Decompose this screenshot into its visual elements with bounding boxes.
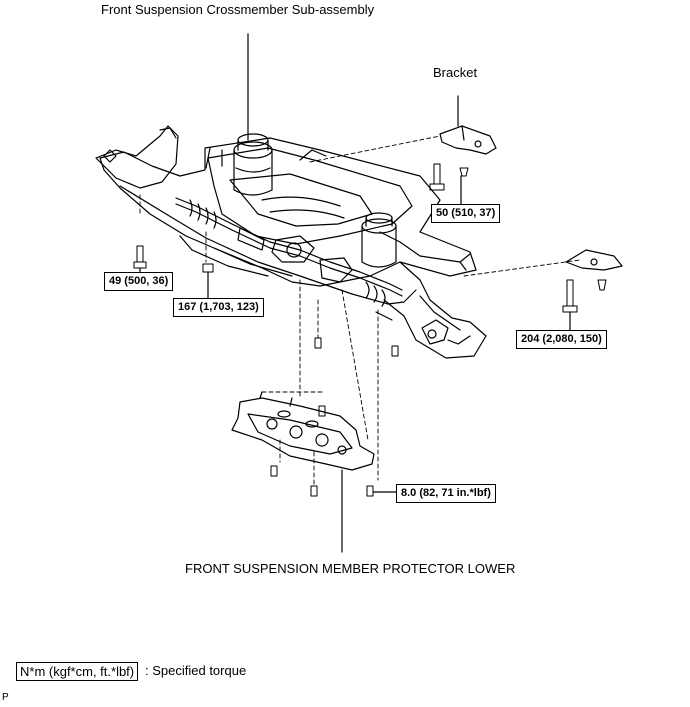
footer-code: P — [2, 692, 9, 703]
legend-text: : Specified torque — [145, 663, 247, 678]
bracket-label: Bracket — [433, 65, 478, 80]
protector-plate — [231, 391, 375, 471]
torque-49-box: 49 (500, 36) — [104, 272, 174, 291]
crossmember-label: Front Suspension Crossmember Sub-assembl… — [101, 2, 375, 17]
bracket-upper — [439, 125, 497, 155]
torque-50-box: 50 (510, 37) — [431, 204, 501, 223]
torque-8-box: 8.0 (82, 71 in.*lbf) — [396, 484, 496, 503]
bracket-lower — [565, 249, 623, 271]
crossmember-frame — [95, 125, 487, 359]
torque-167-box: 167 (1,703, 123) — [173, 298, 264, 317]
right-strut-mount — [361, 212, 397, 268]
protector-label: FRONT SUSPENSION MEMBER PROTECTOR LOWER — [185, 561, 516, 576]
left-strut-mount — [233, 133, 273, 196]
legend-unit-box: N*m (kgf*cm, ft.*lbf) — [16, 662, 139, 681]
torque-204-box: 204 (2,080, 150) — [516, 330, 607, 349]
bolts — [133, 163, 607, 497]
